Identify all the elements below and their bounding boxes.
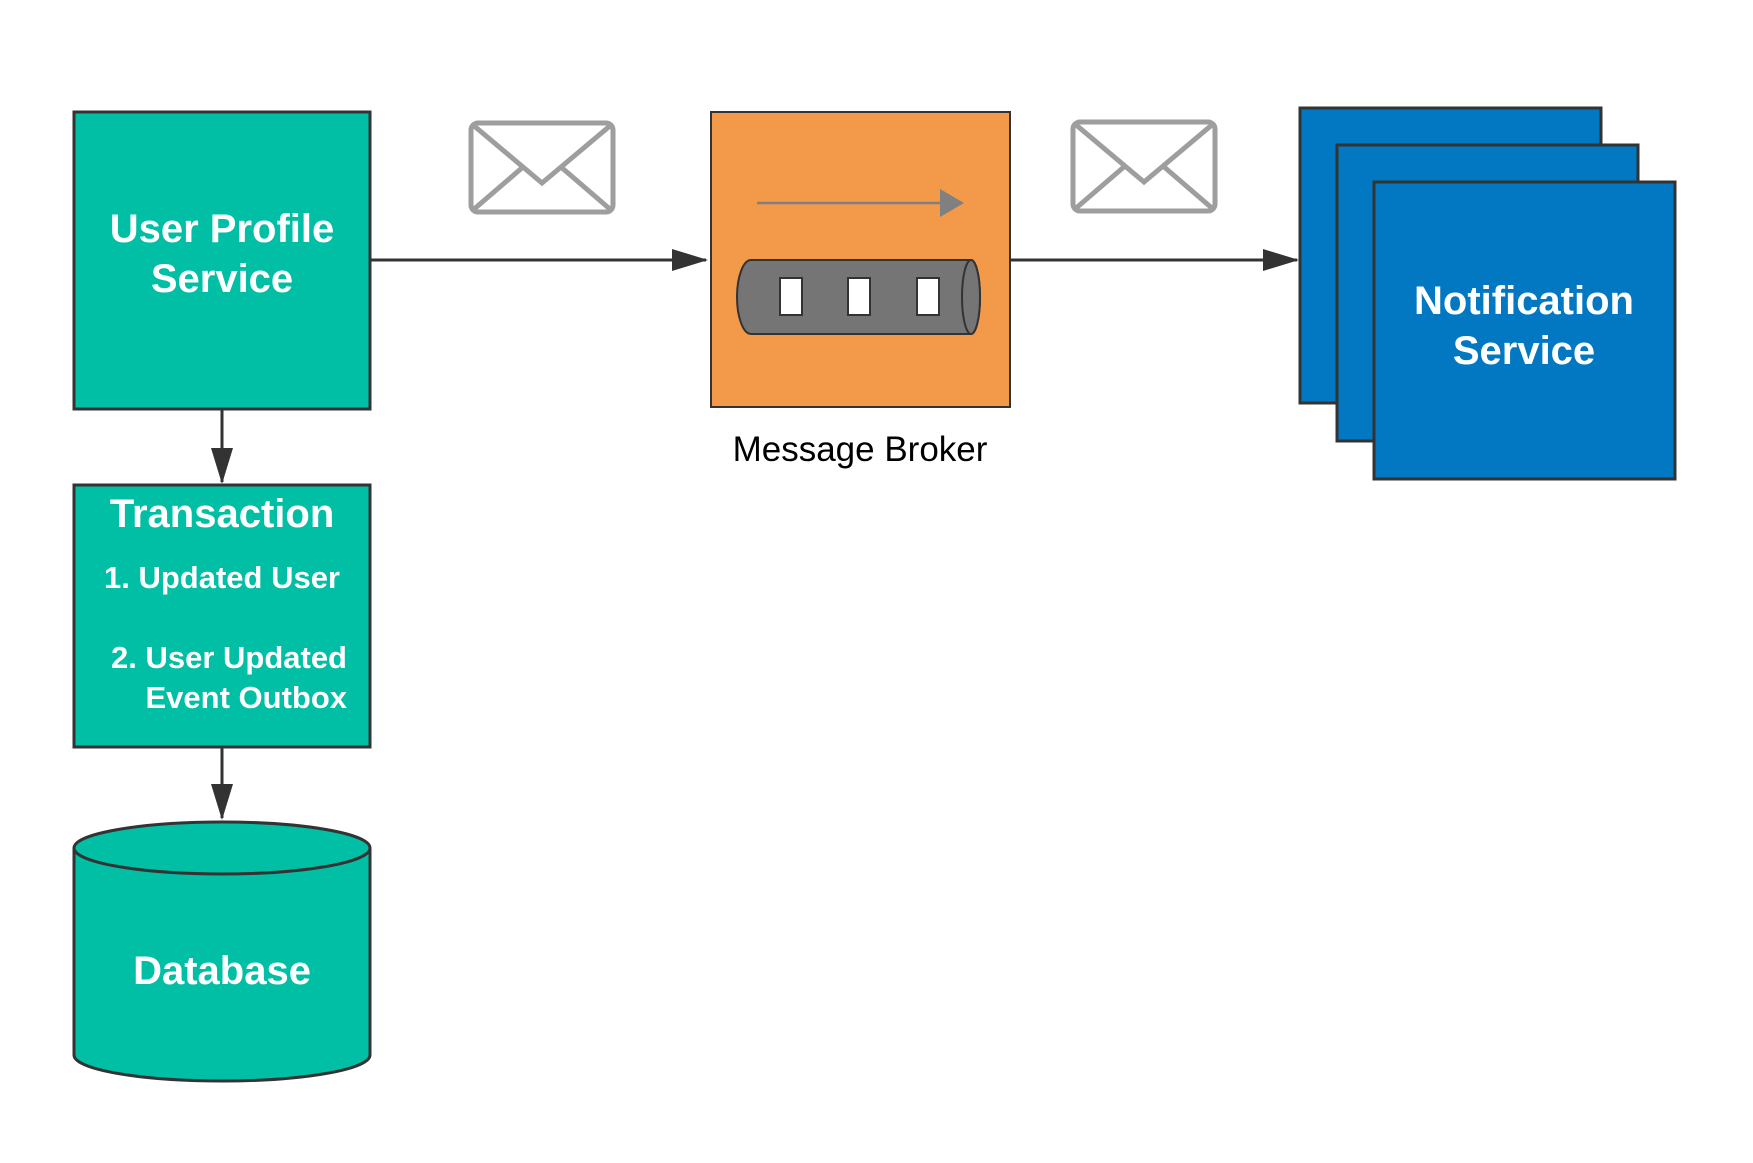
- notification-service-label-line1: Notification: [1414, 279, 1634, 323]
- message-broker-node: [710, 111, 1011, 408]
- envelope-icon: [468, 120, 616, 215]
- transaction-title: Transaction: [110, 492, 335, 536]
- message-broker-label: Message Broker: [733, 430, 988, 469]
- envelope-icon: [1070, 119, 1218, 214]
- queue-icon: [736, 259, 981, 335]
- user-profile-service-label-line1: User Profile: [110, 207, 335, 251]
- transaction-item-2-line1: 2. User Updated: [111, 640, 347, 675]
- notification-service-node: Notification Service: [1298, 106, 1677, 481]
- notification-service-label-line2: Service: [1453, 329, 1595, 373]
- transaction-node: Transaction 1. Updated User 2. User Upda…: [72, 483, 372, 749]
- user-profile-service-node: User Profile Service: [72, 110, 372, 411]
- transaction-item-1: 1. Updated User: [104, 560, 340, 595]
- database-node: Database: [72, 820, 372, 1083]
- database-label: Database: [133, 949, 311, 993]
- transaction-item-2-line2: Event Outbox: [145, 680, 347, 715]
- user-profile-service-label-line2: Service: [151, 257, 293, 301]
